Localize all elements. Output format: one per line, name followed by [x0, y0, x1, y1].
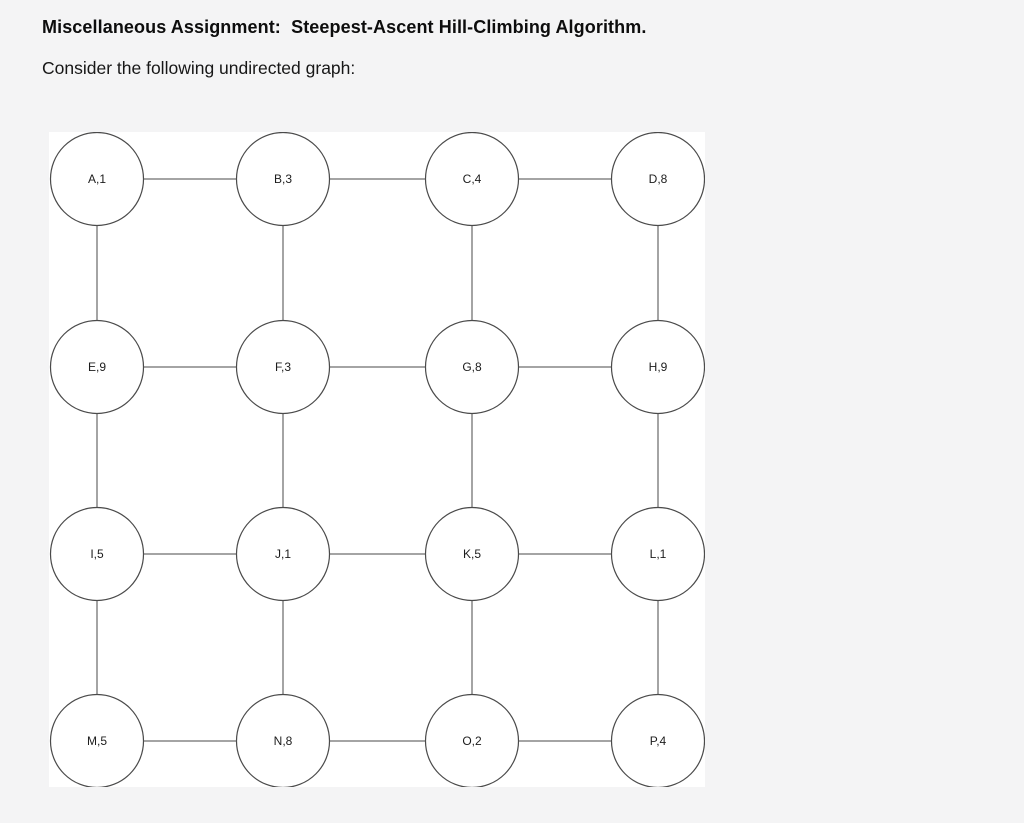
graph-node-label-N: N,8 [274, 734, 293, 748]
graph-node-N [235, 693, 331, 787]
graph-node-label-B: B,3 [274, 172, 292, 186]
graph-node-label-C: C,4 [463, 172, 482, 186]
graph-node-K [424, 506, 520, 602]
graph-node-label-G: G,8 [462, 360, 482, 374]
graph-node-label-J: J,1 [275, 547, 291, 561]
graph-node-label-I: I,5 [90, 547, 104, 561]
graph-node-E [49, 319, 145, 415]
graph-node-label-L: L,1 [650, 547, 667, 561]
graph-node-I [49, 506, 145, 602]
graph-node-label-M: M,5 [87, 734, 107, 748]
graph-node-B [235, 132, 331, 227]
graph-node-O [424, 693, 520, 787]
graph-node-L [610, 506, 705, 602]
graph-node-F [235, 319, 331, 415]
graph-node-label-H: H,9 [649, 360, 668, 374]
undirected-graph-diagram: A,1 B,3 C,4 D,8E,9 F,3 G,8 H,9I,5 J,1 K,5 L,1M,5 N… [49, 132, 705, 787]
graph-node-C [424, 132, 520, 227]
graph-node-label-E: E,9 [88, 360, 106, 374]
graph-node-label-K: K,5 [463, 547, 481, 561]
graph-node-A [49, 132, 145, 227]
graph-node-G [424, 319, 520, 415]
graph-node-D [610, 132, 705, 227]
page-subtitle: Consider the following undirected graph: [42, 58, 356, 78]
graph-node-label-P: P,4 [650, 734, 667, 748]
page-title: Miscellaneous Assignment: Steepest-Ascen… [42, 17, 647, 37]
graph-node-label-O: O,2 [462, 734, 482, 748]
graph-node-P [610, 693, 705, 787]
graph-node-label-D: D,8 [649, 172, 668, 186]
graph-node-J [235, 506, 331, 602]
graph-node-label-F: F,3 [275, 360, 291, 374]
graph-node-M [49, 693, 145, 787]
graph-node-label-A: A,1 [88, 172, 106, 186]
graph-node-H [610, 319, 705, 415]
